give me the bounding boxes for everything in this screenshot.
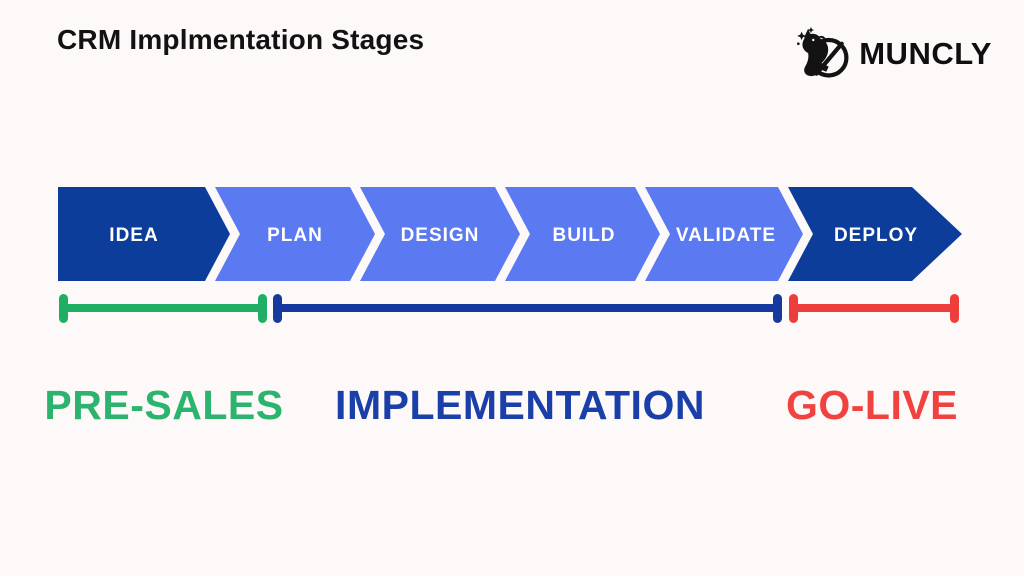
stage-label-plan: PLAN	[267, 225, 323, 246]
unicorn-logo-icon	[797, 26, 849, 78]
stage-chevron-plan	[215, 187, 375, 281]
range-cap	[258, 293, 267, 323]
stage-label-build: BUILD	[552, 225, 615, 246]
stage-label-design: DESIGN	[401, 225, 480, 246]
range-bar	[798, 304, 950, 312]
page-title: CRM Implmentation Stages	[57, 24, 425, 55]
stage-chevron-design	[360, 187, 520, 281]
phase-label-presales: PRE-SALES	[44, 382, 284, 428]
brand-name: MUNCLY	[859, 36, 992, 71]
presales-range-line	[59, 293, 267, 323]
stage-chevron-idea	[58, 187, 230, 281]
stage-label-deploy: DEPLOY	[834, 225, 918, 246]
brand-logo: MUNCLY	[794, 26, 992, 82]
range-cap	[273, 293, 282, 323]
golive-range-line	[789, 293, 959, 323]
phase-range-row	[0, 293, 1024, 323]
range-bar	[282, 304, 773, 312]
range-cap	[773, 293, 782, 323]
stage-chevron-build	[505, 187, 660, 281]
range-cap	[59, 293, 68, 323]
implementation-range-line	[273, 293, 782, 323]
stage-chevron-deploy	[788, 187, 962, 281]
range-cap	[789, 293, 798, 323]
range-cap	[950, 293, 959, 323]
stage-label-validate: VALIDATE	[676, 225, 776, 246]
stage-chevron-band: IDEA PLAN DESIGN BUILD VALIDATE DEPLOY	[58, 187, 962, 281]
stage-label-idea: IDEA	[109, 225, 158, 246]
stage-chevron-validate	[645, 187, 803, 281]
range-bar	[68, 304, 258, 312]
phase-label-golive: GO-LIVE	[785, 382, 959, 428]
phase-label-implementation: IMPLEMENTATION	[335, 382, 705, 428]
